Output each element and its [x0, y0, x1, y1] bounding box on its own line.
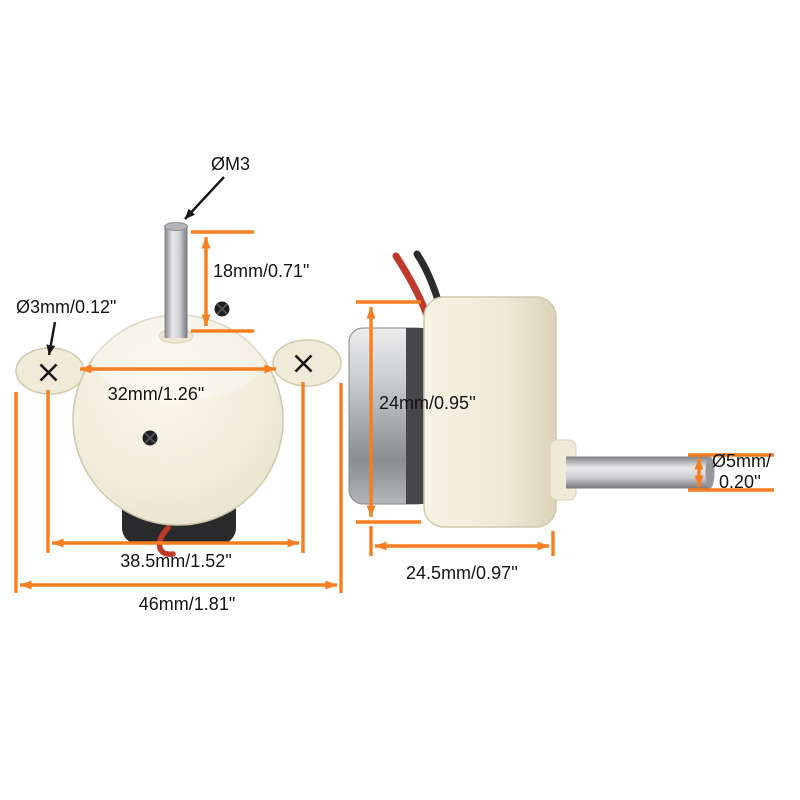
label-mount-hole-spacing: 38.5mm/1.52"	[120, 551, 231, 571]
label-overall-width: 46mm/1.81"	[139, 594, 235, 614]
shaft-end-cap	[705, 456, 715, 489]
mounting-ear-right	[272, 339, 342, 387]
label-shaft-length: 18mm/0.71"	[213, 261, 309, 281]
mount-hole-leader-arrow	[46, 321, 57, 356]
output-shaft-front	[164, 225, 188, 338]
dimension-annotations: ØM3 18mm/0.71" Ø3mm/0.12" 32mm/1.26" 38.…	[14, 154, 774, 614]
label-shaft-diameter-line1: Ø5mm/	[712, 451, 771, 471]
label-shaft-thread: ØM3	[211, 154, 250, 174]
label-body-depth: 24.5mm/0.97''	[406, 563, 518, 583]
gearbox-top-highlight	[92, 313, 264, 401]
screw-left	[142, 430, 158, 446]
mount-hole-cross-right	[294, 354, 313, 373]
label-gearbox-diameter: 32mm/1.26"	[108, 384, 204, 404]
label-body-height: 24mm/0.95''	[379, 393, 476, 413]
shaft-tip	[164, 222, 188, 231]
screw-top	[214, 301, 230, 317]
output-shaft-side	[566, 456, 710, 489]
shaft-thread-leader-arrow	[184, 176, 225, 220]
gearbox-body-side	[423, 296, 557, 528]
side-view-photo	[348, 250, 715, 528]
label-mount-hole-diameter: Ø3mm/0.12"	[16, 297, 116, 317]
mount-hole-cross-left	[39, 363, 58, 382]
label-shaft-diameter-line2: 0.20''	[719, 472, 761, 492]
